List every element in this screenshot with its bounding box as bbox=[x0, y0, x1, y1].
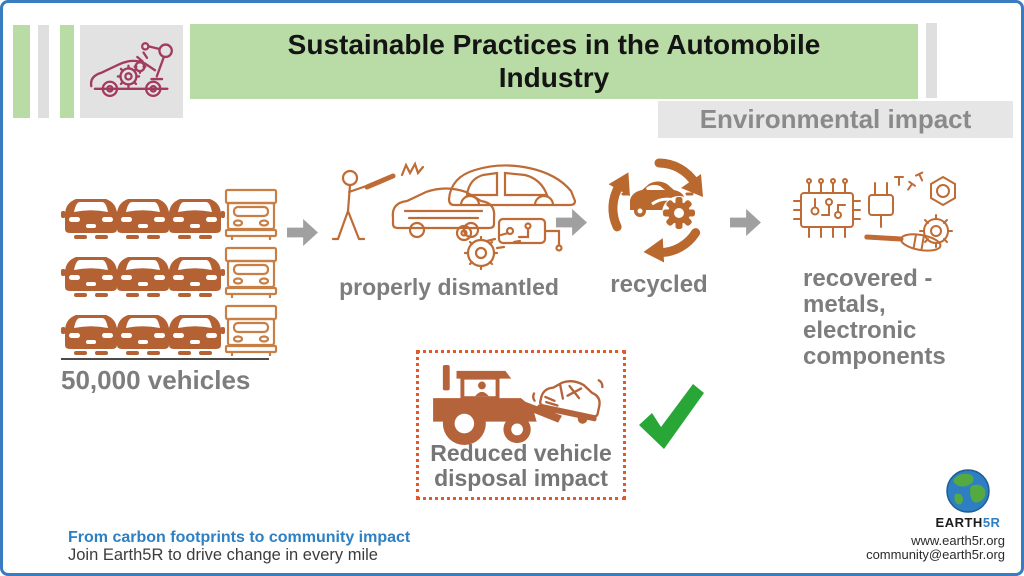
brand-5r: 5R bbox=[982, 515, 1001, 530]
car-factory-robot-icon bbox=[89, 41, 173, 97]
header-icon-tile bbox=[80, 25, 183, 118]
vehicles-count-label: 50,000 vehicles bbox=[61, 365, 251, 395]
contact-block: www.earth5r.org community@earth5r.org bbox=[866, 534, 1005, 562]
flow-arrow-1 bbox=[287, 219, 318, 246]
website-link: www.earth5r.org bbox=[911, 533, 1005, 548]
section-tag-label: Environmental impact bbox=[699, 104, 972, 134]
earth-globe-icon bbox=[946, 469, 990, 513]
earth5r-logo: EARTH5R bbox=[928, 468, 1008, 530]
footer-tagline-bold: From carbon footprints to community impa… bbox=[68, 529, 411, 546]
tow-truck-icon bbox=[433, 364, 604, 446]
highlight-label: Reduced vehicle disposal impact bbox=[430, 440, 612, 492]
page-title: Sustainable Practices in the Automobile … bbox=[287, 29, 821, 93]
green-check-icon bbox=[639, 384, 704, 449]
deco-bar-green-1 bbox=[13, 25, 30, 118]
title-banner: Sustainable Practices in the Automobile … bbox=[190, 24, 918, 99]
brand-earth: EARTH bbox=[935, 515, 983, 530]
brand-wordmark: EARTH5R bbox=[928, 515, 1008, 530]
footer-tagline: Join Earth5R to drive change in every mi… bbox=[68, 546, 378, 564]
highlight-box: Reduced vehicle disposal impact bbox=[416, 350, 626, 500]
dismantling-icon bbox=[331, 161, 577, 271]
section-tag: Environmental impact bbox=[658, 101, 1013, 138]
recycle-car-icon bbox=[602, 150, 714, 266]
recycled-label: recycled bbox=[610, 271, 708, 298]
recovered-label: recovered - metals, electronic component… bbox=[803, 265, 946, 371]
deco-bar-green-2 bbox=[60, 25, 74, 118]
deco-bar-gray bbox=[38, 25, 49, 118]
deco-bar-gray-right bbox=[926, 23, 937, 98]
stacked-vehicles-icon bbox=[61, 188, 278, 357]
email-link: community@earth5r.org bbox=[866, 546, 1005, 562]
count-underline bbox=[61, 358, 269, 360]
dismantled-label: properly dismantled bbox=[339, 274, 559, 300]
recovered-parts-icon bbox=[793, 171, 956, 252]
flow-arrow-3 bbox=[730, 209, 761, 236]
